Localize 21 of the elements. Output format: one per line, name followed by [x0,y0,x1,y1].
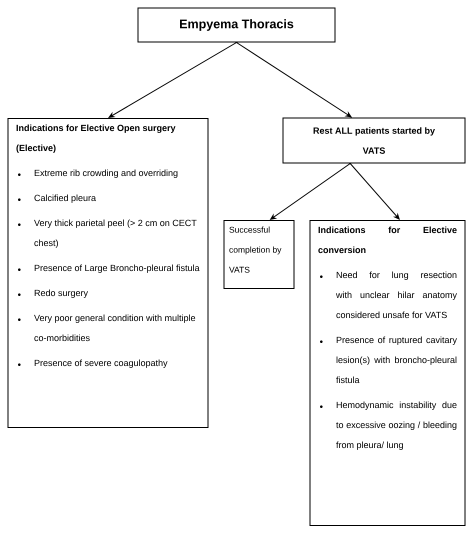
bullet-text: Presence of severe coagulopathy [34,360,168,368]
title-text: Empyema Thoracis [180,19,294,31]
process-box [224,220,294,289]
bullet-text: Very poor general condition with multiple co-morbidities [34,314,196,342]
bullet-text: Redo surgery [34,290,88,298]
heading-text: Indications for Elective conversion [318,226,457,254]
arrow [350,163,400,220]
list-box [310,220,466,526]
box-text: Rest ALL patients started by VATS [314,127,435,154]
bullet-text: Need for lung resection with unclear hilar anatomy considered unsafe for VATS [336,272,457,318]
bullet-text: Very thick parietal peel (> 2 cm on CECT chest) [34,220,197,248]
heading-text: Indications for Elective Open surgery (Elective) [16,124,176,153]
bullet-text: Extreme rib crowding and overriding [34,170,178,178]
list-box [8,118,208,428]
bullet-text: Calcified pleura [34,194,96,203]
box-text: Successful completion by VATS [229,226,282,273]
bullet-text: Hemodynamic instability due to excessive oozing / bleeding from pleura/ lung [336,402,457,450]
process-box [282,118,466,164]
title-box [138,8,336,42]
bullet-text: Presence of ruptured cavitary lesion(s) with broncho-pleural fistula [336,336,457,384]
bullet-text: Presence of Large Broncho-pleural fistula [34,264,200,273]
